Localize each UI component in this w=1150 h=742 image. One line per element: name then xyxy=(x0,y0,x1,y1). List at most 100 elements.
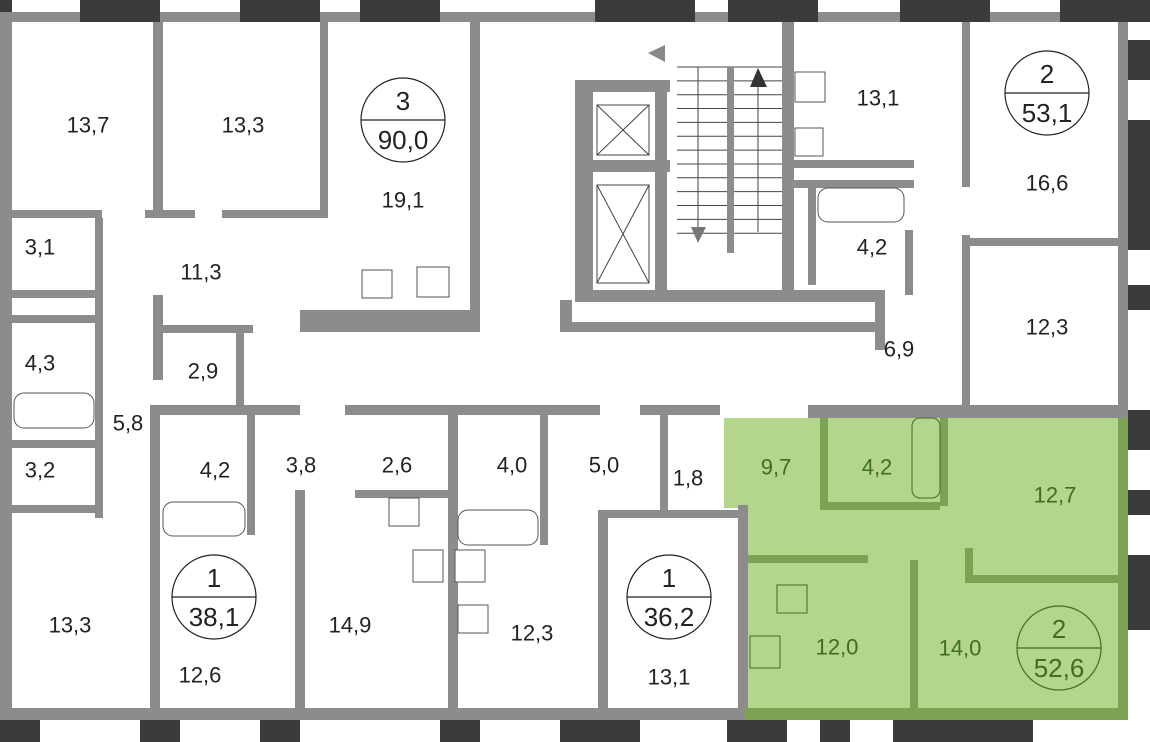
wall xyxy=(962,235,970,410)
stove-icon xyxy=(454,549,486,583)
apartment-badge-highlighted[interactable]: 252,6 xyxy=(1016,605,1102,691)
wall xyxy=(470,22,480,322)
stairwell xyxy=(596,45,782,284)
bathtub-icon xyxy=(457,509,539,546)
wall xyxy=(575,160,670,172)
sink-icon xyxy=(361,269,393,299)
window xyxy=(1128,40,1150,80)
stove-icon xyxy=(794,71,826,103)
elevator-icon xyxy=(596,104,650,284)
apartment-rooms: 2 xyxy=(1052,614,1066,644)
window xyxy=(80,0,160,22)
sink-icon xyxy=(776,584,808,614)
wall xyxy=(247,415,255,535)
wall xyxy=(905,230,913,295)
window xyxy=(1128,490,1150,515)
apartment-area: 53,1 xyxy=(1022,98,1073,128)
wall xyxy=(575,80,593,295)
window xyxy=(140,720,180,742)
fixtures xyxy=(13,71,941,669)
wall xyxy=(12,290,102,298)
room-area: 11,3 xyxy=(180,260,221,285)
highlighted-wall xyxy=(745,708,1128,720)
wall xyxy=(345,405,600,415)
apartment-area: 52,6 xyxy=(1034,653,1085,683)
wall xyxy=(12,315,102,323)
wall xyxy=(150,405,300,415)
wall xyxy=(12,708,745,720)
room-area: 12,0 xyxy=(816,635,859,660)
wall xyxy=(222,210,328,218)
room-area: 13,1 xyxy=(857,86,900,111)
wall xyxy=(236,325,244,405)
room-area: 4,0 xyxy=(497,453,528,478)
wall xyxy=(575,80,670,92)
highlighted-wall xyxy=(965,575,1118,583)
wall xyxy=(153,295,163,380)
wall xyxy=(794,180,914,188)
room-area: 2,6 xyxy=(382,453,413,478)
stove-icon xyxy=(416,266,450,298)
wall xyxy=(12,12,1128,22)
apartment-area: 38,1 xyxy=(189,602,240,632)
wall xyxy=(808,180,816,285)
window xyxy=(1128,410,1150,450)
walls xyxy=(0,12,1128,720)
wall xyxy=(295,490,305,720)
apartment-rooms: 2 xyxy=(1040,59,1054,89)
window xyxy=(0,0,12,12)
apartment-area: 90,0 xyxy=(378,125,429,155)
wall xyxy=(12,505,102,513)
wall xyxy=(640,405,720,415)
apartment-badge[interactable]: 253,1 xyxy=(1004,50,1090,136)
wall xyxy=(660,415,668,515)
apartment-badge[interactable]: 390,0 xyxy=(360,77,446,163)
highlighted-wall xyxy=(1118,418,1128,720)
highlighted-wall xyxy=(820,418,828,510)
sink-icon xyxy=(388,497,420,527)
room-area: 16,6 xyxy=(1026,171,1069,196)
wall xyxy=(1118,22,1128,418)
window xyxy=(1128,120,1150,250)
room-area: 5,0 xyxy=(589,453,620,478)
room-area: 6,9 xyxy=(884,337,915,362)
room-area: 4,2 xyxy=(862,455,893,480)
window xyxy=(0,720,40,742)
highlighted-wall xyxy=(965,548,973,580)
wall xyxy=(808,405,1118,418)
wall xyxy=(738,505,748,720)
bathtub-icon xyxy=(162,501,246,537)
wall xyxy=(153,22,163,217)
room-area: 12,3 xyxy=(1026,315,1069,340)
wall xyxy=(575,290,885,302)
wall xyxy=(970,238,1118,246)
highlighted-wall xyxy=(820,502,940,510)
window xyxy=(595,0,695,22)
apartment-rooms: 1 xyxy=(662,563,676,593)
room-area: 1,8 xyxy=(673,466,704,491)
room-area: 13,1 xyxy=(648,665,691,690)
room-area: 13,7 xyxy=(67,113,110,138)
highlighted-wall xyxy=(940,418,948,506)
wall xyxy=(355,490,455,498)
bathtub-icon xyxy=(817,187,905,223)
wall xyxy=(150,405,160,720)
wall xyxy=(145,210,195,218)
wall xyxy=(782,22,794,292)
bathtub-icon xyxy=(13,392,95,429)
wall xyxy=(12,210,102,218)
apartment-badge[interactable]: 136,2 xyxy=(626,554,712,640)
apartment-rooms: 3 xyxy=(396,86,410,116)
stove-icon xyxy=(412,549,444,583)
room-area: 9,7 xyxy=(761,455,792,480)
window xyxy=(440,720,480,742)
wall xyxy=(153,325,253,333)
bathtub-icon xyxy=(911,417,941,499)
apartment-badge[interactable]: 138,1 xyxy=(171,554,257,640)
room-area: 13,3 xyxy=(222,113,265,138)
exit-arrow-icon xyxy=(648,45,665,62)
